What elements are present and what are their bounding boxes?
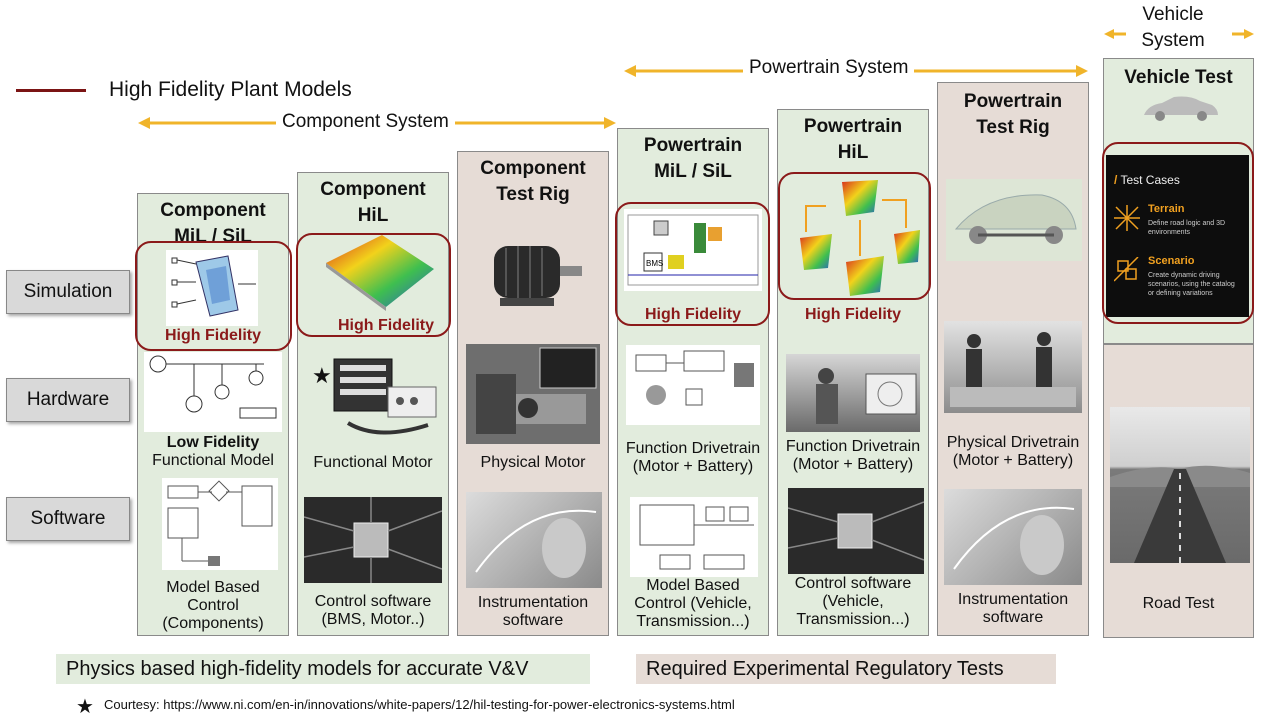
high-fidelity-label: High Fidelity [165, 327, 261, 344]
test-cases-panel: / Test Cases Terrain Define road logic a… [1106, 155, 1249, 317]
row-hardware[interactable]: Hardware [6, 378, 130, 422]
motor-test-bench-image [466, 344, 600, 444]
high-fidelity-label: High Fidelity [338, 317, 434, 334]
column-vehicle-test-bottom: Road Test [1103, 344, 1254, 638]
car-chassis-image [946, 179, 1082, 261]
powertrain-model-diagram: BMS [624, 209, 762, 291]
courtesy-link[interactable]: Courtesy: https://www.ni.com/en-in/innov… [104, 697, 735, 712]
drivetrain-lab-image [944, 321, 1082, 413]
bms-mini-label: BMS [646, 259, 663, 268]
hw-caption: Physical Drivetrain(Motor + Battery) [946, 434, 1080, 469]
road-image [1110, 407, 1250, 563]
high-fidelity-box-1 [135, 241, 292, 351]
drivetrain-diagram [626, 345, 760, 425]
hw-caption-bold: Low Fidelity [166, 434, 260, 451]
surface-plots-image [786, 176, 926, 302]
instrumentation-image [466, 492, 602, 588]
scenario-icon [1114, 257, 1140, 283]
high-fidelity-box-5 [778, 172, 931, 300]
row-software[interactable]: Software [6, 497, 130, 541]
motor-model-diagram [166, 250, 258, 326]
high-fidelity-label: High Fidelity [645, 306, 741, 323]
terrain-title: Terrain [1148, 203, 1185, 215]
high-fidelity-box-7 [1102, 142, 1254, 324]
footer-physics-banner: Physics based high-fidelity models for a… [56, 654, 590, 684]
legend-line [16, 89, 86, 92]
high-fidelity-label: High Fidelity [805, 306, 901, 323]
hw-caption: Physical Motor [480, 454, 586, 471]
vehicle-system-label-1: Vehicle [1142, 4, 1204, 25]
row-simulation[interactable]: Simulation [6, 270, 130, 314]
control-model-diagram [162, 478, 278, 570]
scenario-title: Scenario [1148, 255, 1195, 267]
legend-label: High Fidelity Plant Models [109, 78, 352, 101]
footer-regulatory-banner: Required Experimental Regulatory Tests [636, 654, 1056, 684]
hw-caption: Functional Motor [313, 454, 433, 471]
star-icon: ★ [76, 696, 94, 718]
hw-caption: Function Drivetrain(Motor + Battery) [625, 440, 761, 475]
vehicle-system-label-2: System [1141, 30, 1205, 51]
star-icon: ★ [312, 363, 332, 388]
instrumentation-image [944, 489, 1082, 585]
hw-caption: Functional Model [152, 452, 274, 469]
vehicle-system-arrow [1104, 24, 1254, 44]
functional-model-diagram [144, 352, 282, 432]
circuit-board-image [788, 488, 924, 574]
surface-plot-image [322, 233, 438, 313]
control-model-diagram [630, 497, 758, 577]
sw-caption: Control software(BMS, Motor..) [314, 593, 432, 628]
electric-motor-image [482, 232, 588, 312]
circuit-board-image [304, 497, 442, 583]
terrain-icon [1114, 205, 1140, 231]
sw-caption: Road Test [1142, 595, 1215, 612]
powertrain-system-label: Powertrain System [743, 57, 915, 79]
hil-hardware-image [328, 353, 440, 445]
sw-caption: Control software(Vehicle,Transmission...… [794, 575, 912, 628]
test-cases-heading: / Test Cases [1114, 173, 1180, 187]
car-icon [1140, 95, 1220, 121]
component-system-label: Component System [276, 111, 455, 133]
high-fidelity-box-2 [296, 233, 451, 337]
hil-lab-image [786, 354, 920, 432]
column-title: Vehicle Test [1124, 67, 1233, 88]
high-fidelity-box-4 [615, 202, 770, 326]
hw-caption: Function Drivetrain(Motor + Battery) [785, 438, 921, 473]
